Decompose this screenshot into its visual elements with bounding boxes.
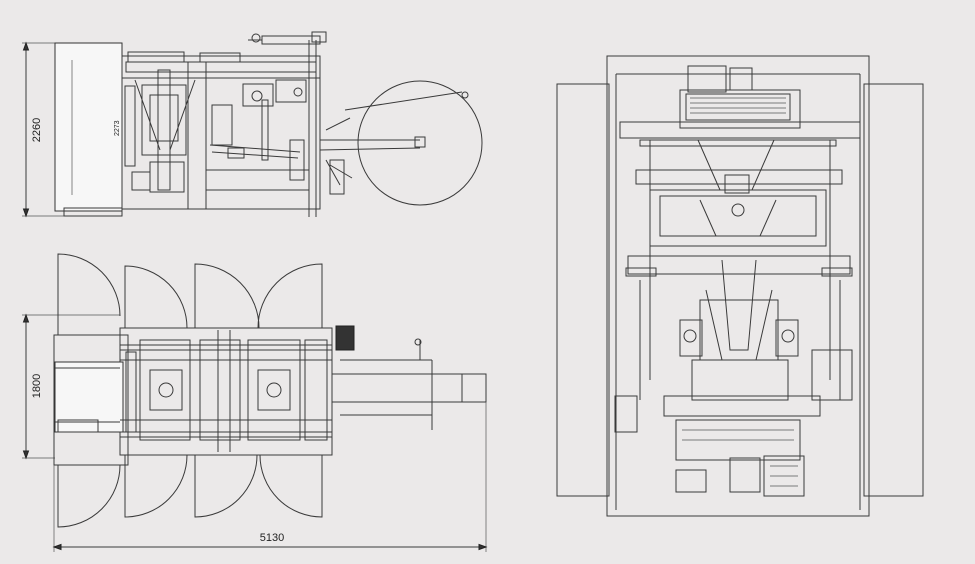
side-frame — [121, 55, 321, 210]
plan-motor — [335, 325, 355, 351]
dimension-label-1800: 1800 — [31, 374, 43, 398]
dimension-top-width: 1800 — [22, 313, 120, 460]
side-cabinet — [54, 42, 123, 212]
dimension-side-height: 2260 — [22, 41, 64, 218]
dimension-overall-length: 5130 — [52, 402, 488, 552]
dimension-label-5130: 5130 — [260, 532, 284, 544]
svg-text:2273: 2273 — [114, 120, 121, 136]
film-reel — [357, 80, 483, 206]
front-left-door — [556, 83, 610, 497]
side-elevation-view: 2260 2273 — [22, 31, 483, 218]
front-right-door — [863, 83, 924, 497]
dimension-label-2260: 2260 — [31, 118, 43, 142]
front-frame — [606, 55, 870, 517]
plan-cabinet — [53, 334, 129, 466]
front-elevation-view — [556, 55, 924, 517]
top-plan-view: 1800 — [22, 253, 488, 552]
